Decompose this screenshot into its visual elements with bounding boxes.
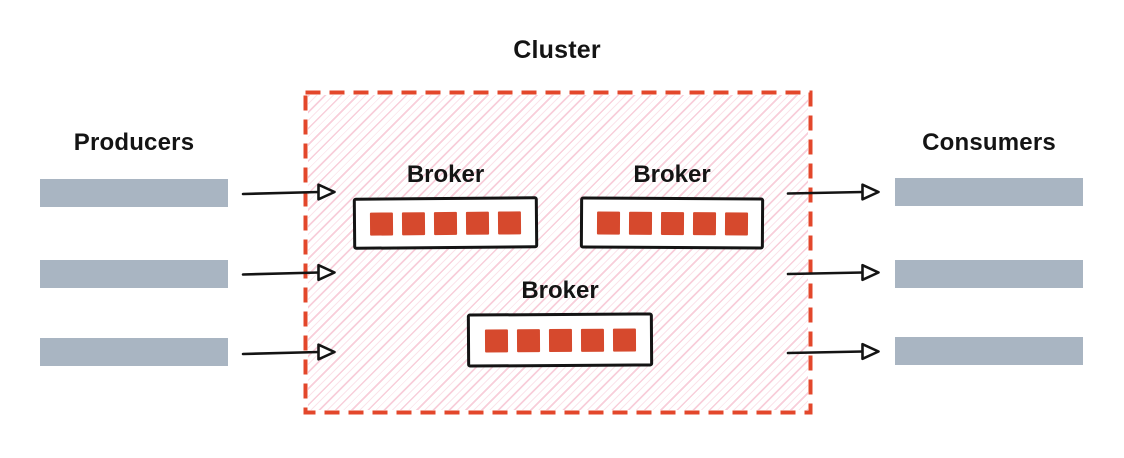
partition-square xyxy=(692,211,716,235)
consumer-bar-1 xyxy=(895,178,1083,206)
partition-square xyxy=(465,211,490,235)
producer-bar-2 xyxy=(40,260,228,288)
broker-box xyxy=(466,312,654,368)
broker-box xyxy=(579,196,765,250)
partition-square xyxy=(580,328,604,352)
broker-label: Broker xyxy=(521,277,599,304)
partition-square xyxy=(516,328,540,352)
partition-square xyxy=(724,211,748,235)
broker-label: Broker xyxy=(633,161,711,188)
consumers-label: Consumers xyxy=(922,129,1056,156)
broker-box xyxy=(352,196,539,250)
partition-square xyxy=(401,211,426,235)
partition-square xyxy=(484,328,508,352)
broker-label: Broker xyxy=(406,161,485,188)
consumer-bar-2 xyxy=(895,260,1083,288)
producers-label: Producers xyxy=(73,129,195,156)
broker-node-2: Broker xyxy=(579,161,765,250)
broker-node-3: Broker xyxy=(466,277,654,368)
partition-square xyxy=(497,210,522,235)
partition-square xyxy=(628,211,652,235)
cluster-title: Cluster xyxy=(513,36,601,64)
producer-bar-3 xyxy=(40,338,228,366)
partition-square xyxy=(433,211,458,235)
partition-square xyxy=(660,211,684,235)
partition-square xyxy=(596,211,620,235)
producer-bar-1 xyxy=(40,179,228,207)
partition-square xyxy=(612,328,636,352)
broker-node-1: Broker xyxy=(352,161,539,250)
partition-square xyxy=(548,328,572,352)
partition-square xyxy=(369,211,394,236)
consumer-bar-3 xyxy=(895,337,1083,365)
